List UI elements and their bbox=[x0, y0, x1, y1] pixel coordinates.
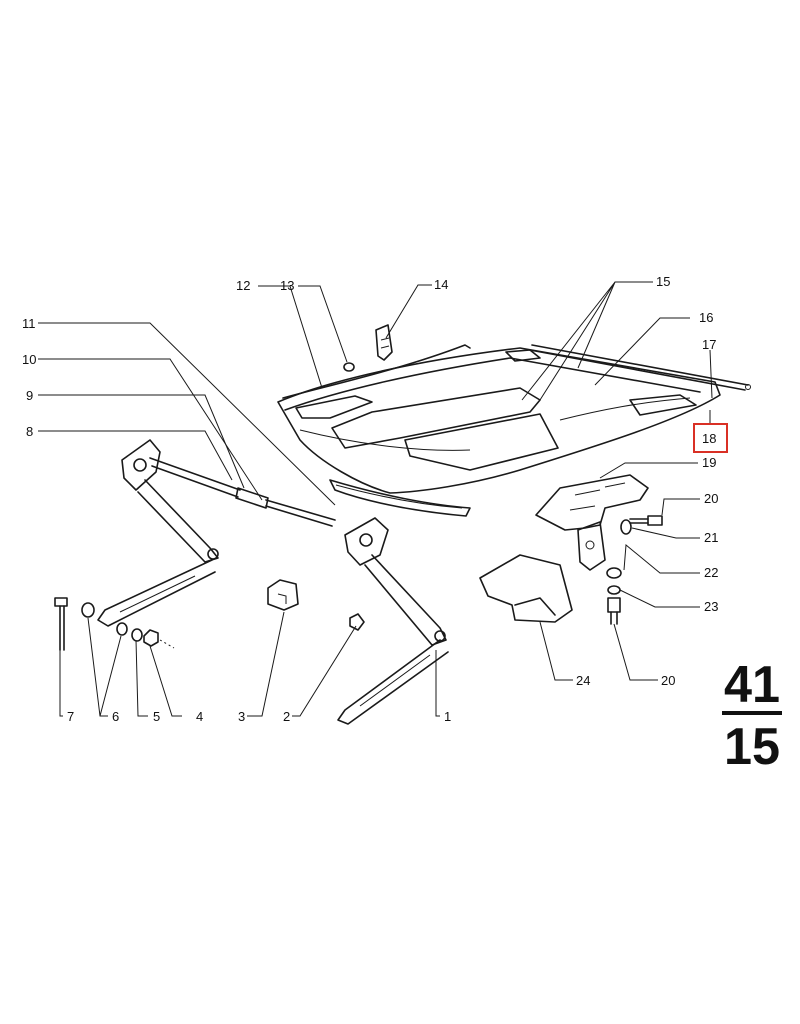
label-12: 12 bbox=[236, 278, 250, 293]
fraction-bar bbox=[722, 711, 782, 715]
label-4: 4 bbox=[196, 709, 203, 724]
nut-4 bbox=[143, 629, 159, 647]
label-20b: 20 bbox=[661, 673, 675, 688]
label-14: 14 bbox=[434, 277, 448, 292]
label-19: 19 bbox=[702, 455, 716, 470]
bolt-20a bbox=[629, 515, 663, 526]
label-2: 2 bbox=[283, 709, 290, 724]
bolt-20b bbox=[607, 597, 621, 625]
part-labels: 11 10 9 8 12 13 14 15 16 17 19 20 21 22 … bbox=[22, 274, 728, 724]
label-5: 5 bbox=[153, 709, 160, 724]
label-6: 6 bbox=[112, 709, 119, 724]
bracket-14 bbox=[375, 324, 393, 361]
latch-bracket-24 bbox=[479, 554, 573, 623]
label-11: 11 bbox=[22, 316, 36, 331]
label-10: 10 bbox=[22, 352, 36, 367]
label-9: 9 bbox=[26, 388, 33, 403]
label-15: 15 bbox=[656, 274, 670, 289]
latch-plate-19 bbox=[535, 474, 649, 571]
label-16: 16 bbox=[699, 310, 713, 325]
label-17: 17 bbox=[702, 337, 716, 352]
page-number-bottom: 15 bbox=[724, 718, 780, 776]
washer-6a bbox=[81, 602, 95, 618]
hood-trim-strips bbox=[529, 344, 751, 391]
rubber-block-3 bbox=[267, 579, 299, 611]
label-22: 22 bbox=[704, 565, 718, 580]
washer-6b bbox=[116, 622, 128, 636]
hood-panel bbox=[277, 347, 721, 517]
bolt-7 bbox=[54, 597, 68, 651]
label-20a: 20 bbox=[704, 491, 718, 506]
highlight-box-18 bbox=[693, 423, 728, 453]
label-1: 1 bbox=[444, 709, 451, 724]
seal-strip-12 bbox=[282, 344, 471, 399]
washer-5 bbox=[131, 628, 143, 642]
page-number: 41 15 bbox=[722, 656, 782, 776]
clip-2 bbox=[349, 613, 365, 631]
label-13: 13 bbox=[280, 278, 294, 293]
label-24: 24 bbox=[576, 673, 590, 688]
page-number-top: 41 bbox=[724, 656, 780, 714]
washer-21 bbox=[620, 519, 632, 535]
label-8: 8 bbox=[26, 424, 33, 439]
label-18: 18 bbox=[702, 431, 716, 446]
lock-washer-23 bbox=[607, 585, 621, 595]
label-21: 21 bbox=[704, 530, 718, 545]
label-23: 23 bbox=[704, 599, 718, 614]
label-7: 7 bbox=[67, 709, 74, 724]
hinge-assembly bbox=[97, 439, 449, 725]
washer-22 bbox=[606, 567, 622, 579]
clip-13 bbox=[343, 362, 355, 372]
label-3: 3 bbox=[238, 709, 245, 724]
leader-lines bbox=[38, 281, 713, 717]
